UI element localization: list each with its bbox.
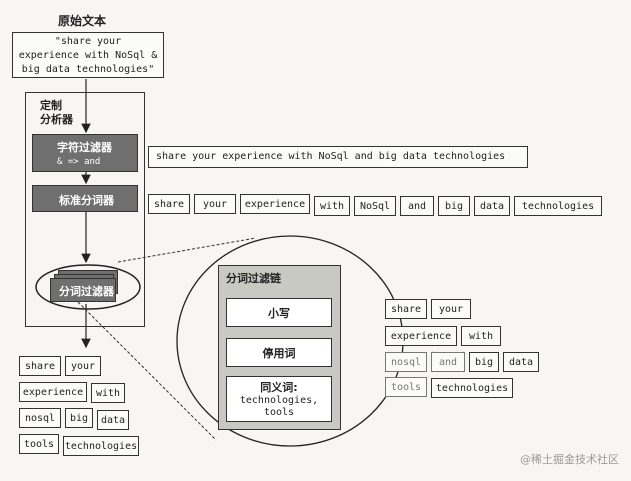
token: nosql [385, 352, 427, 372]
filter-chain-title: 分词过滤链 [226, 272, 281, 285]
token: tools [19, 434, 59, 454]
token-crossed-out: and [431, 352, 465, 372]
token: experience [19, 382, 87, 402]
token: share [148, 194, 190, 214]
filter-synonyms-label: 同义词: [260, 381, 298, 394]
token: with [314, 196, 350, 216]
custom-analyzer-box [25, 92, 145, 327]
filter-synonyms-detail: technologies, tools [239, 395, 319, 418]
char-filter-title: 字符过滤器 [57, 141, 112, 154]
token: your [194, 194, 236, 214]
char-filtered-text: share your experience with NoSql and big… [148, 146, 528, 168]
token-filter-box: 分词过滤器 [50, 278, 116, 302]
token: with [461, 326, 501, 346]
token: NoSql [354, 196, 396, 216]
token: data [474, 196, 510, 216]
token: technologies [514, 196, 602, 216]
token: big [469, 352, 499, 372]
token: big [65, 408, 93, 428]
token: big [438, 196, 470, 216]
token: experience [385, 326, 457, 346]
watermark: @稀土掘金技术社区 [520, 453, 619, 466]
filter-lowercase: 小写 [226, 298, 332, 327]
token: your [65, 356, 101, 376]
filter-stopwords-label: 停用词 [262, 346, 296, 360]
token: experience [240, 194, 310, 214]
token: with [91, 383, 125, 403]
token: nosql [19, 408, 61, 428]
token: share [19, 356, 61, 376]
tokenizer-title: 标准分词器 [59, 194, 114, 207]
tokenizer-box: 标准分词器 [32, 185, 138, 212]
char-filter-rule: & => and [57, 157, 101, 167]
token-filter-title: 分词过滤器 [59, 285, 114, 298]
token: technologies [63, 436, 139, 456]
token: data [503, 352, 539, 372]
token: data [97, 410, 129, 430]
token: your [431, 299, 471, 319]
token: tools [385, 377, 427, 397]
filter-stopwords: 停用词 [226, 338, 332, 367]
token: technologies [431, 378, 513, 398]
original-text-title: 原始文本 [58, 14, 107, 28]
original-text-box: "share your experience with NoSql & big … [12, 32, 164, 78]
filter-lowercase-label: 小写 [268, 306, 290, 320]
filter-synonyms: 同义词: technologies, tools [226, 376, 332, 422]
token: share [385, 299, 427, 319]
custom-analyzer-title: 定制 分析器 [40, 99, 73, 126]
char-filter-box: 字符过滤器 & => and [32, 134, 138, 172]
token: and [400, 196, 434, 216]
